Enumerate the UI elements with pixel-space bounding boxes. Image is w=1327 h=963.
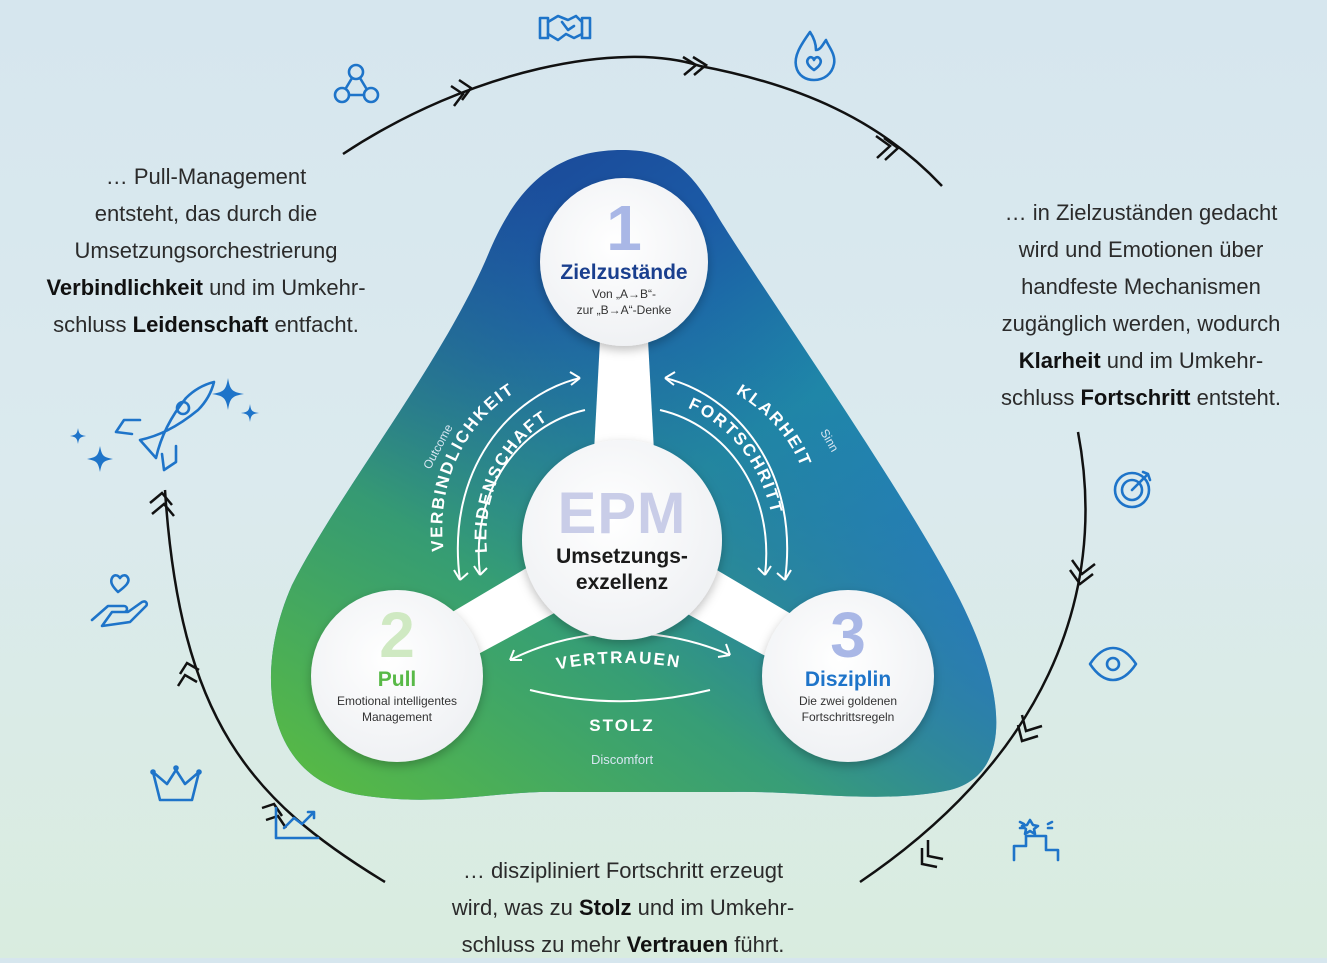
text-right-line-2: wird und Emotionen über	[1018, 237, 1264, 262]
hub-subtitle-2: exzellenz	[575, 571, 669, 594]
node-2-title: Pull	[377, 668, 417, 691]
text-left-line-2: entsteht, das durch die	[94, 201, 318, 226]
node-circle-1	[540, 178, 708, 346]
text-left-line-5: schluss Leidenschaft entfacht.	[53, 312, 359, 337]
label-stolz: STOLZ	[589, 716, 654, 735]
eye-icon	[1088, 646, 1138, 682]
heart-hand-icon	[90, 574, 149, 628]
text-right-line-5: Klarheit und im Umkehr-	[1018, 348, 1264, 373]
node-1: 1 Zielzustände Von „A→B“- zur „B→A“-Denk…	[544, 196, 704, 318]
text-right: … in Zielzuständen gedacht wird und Emot…	[955, 194, 1327, 416]
text-right-line-3: handfeste Mechanismen	[1021, 274, 1261, 299]
text-left: … Pull-Management entsteht, das durch di…	[0, 158, 412, 343]
node-2-sub-2: Management	[361, 710, 433, 724]
hub-circle	[522, 440, 722, 640]
node-circle-2	[311, 590, 483, 762]
target-icon	[1113, 470, 1152, 509]
hub-title: EPM	[557, 481, 687, 546]
node-2: 2 Pull Emotional intelligentes Managemen…	[317, 603, 477, 725]
node-circle-3	[762, 590, 934, 762]
node-2-sub-1: Emotional intelligentes	[336, 694, 458, 708]
hub: EPM Umsetzungs- exzellenz	[532, 484, 712, 596]
node-3-sub-1: Die zwei goldenen	[798, 694, 898, 708]
node-1-sub-1: Von „A→B“-	[591, 287, 657, 301]
inner-arcs	[453, 371, 792, 703]
node-1-number: 1	[606, 192, 642, 264]
label-discomfort: Discomfort	[591, 752, 654, 767]
node-3: 3 Disziplin Die zwei goldenen Fortschrit…	[768, 603, 928, 725]
text-bottom-line-2: wird, was zu Stolz und im Umkehr-	[451, 895, 795, 920]
text-bottom-line-1: … diszipliniert Fortschritt erzeugt	[462, 858, 784, 883]
growth-chart-icon	[274, 806, 320, 840]
cycle-chevrons	[149, 55, 1096, 869]
text-left-line-4: Verbindlichkeit und im Umkehr-	[46, 275, 366, 300]
podium-icon	[1012, 818, 1060, 862]
text-bottom: … diszipliniert Fortschritt erzeugt wird…	[400, 852, 846, 963]
text-left-line-3: Umsetzungsorchestrierung	[74, 238, 338, 263]
sparkle-icon	[70, 378, 259, 472]
node-1-title: Zielzustände	[560, 261, 688, 284]
rocket-icon	[114, 380, 216, 472]
text-right-line-6: schluss Fortschritt entsteht.	[1001, 385, 1281, 410]
network-icon	[333, 63, 380, 104]
node-2-number: 2	[379, 599, 415, 671]
text-bottom-line-3: schluss zu mehr Vertrauen führt.	[461, 932, 785, 957]
node-3-number: 3	[830, 599, 866, 671]
handshake-icon	[538, 14, 592, 42]
text-right-line-4: zugänglich werden, wodurch	[1001, 311, 1281, 336]
node-3-title: Disziplin	[804, 668, 892, 691]
heart-flame-icon	[794, 30, 836, 82]
text-right-line-1: … in Zielzuständen gedacht	[1004, 200, 1278, 225]
crown-icon	[150, 765, 202, 802]
text-left-line-1: … Pull-Management	[105, 164, 307, 189]
node-1-sub-2: zur „B→A“-Denke	[576, 303, 672, 317]
node-3-sub-2: Fortschrittsregeln	[801, 710, 895, 724]
hub-subtitle-1: Umsetzungs-	[556, 545, 688, 568]
